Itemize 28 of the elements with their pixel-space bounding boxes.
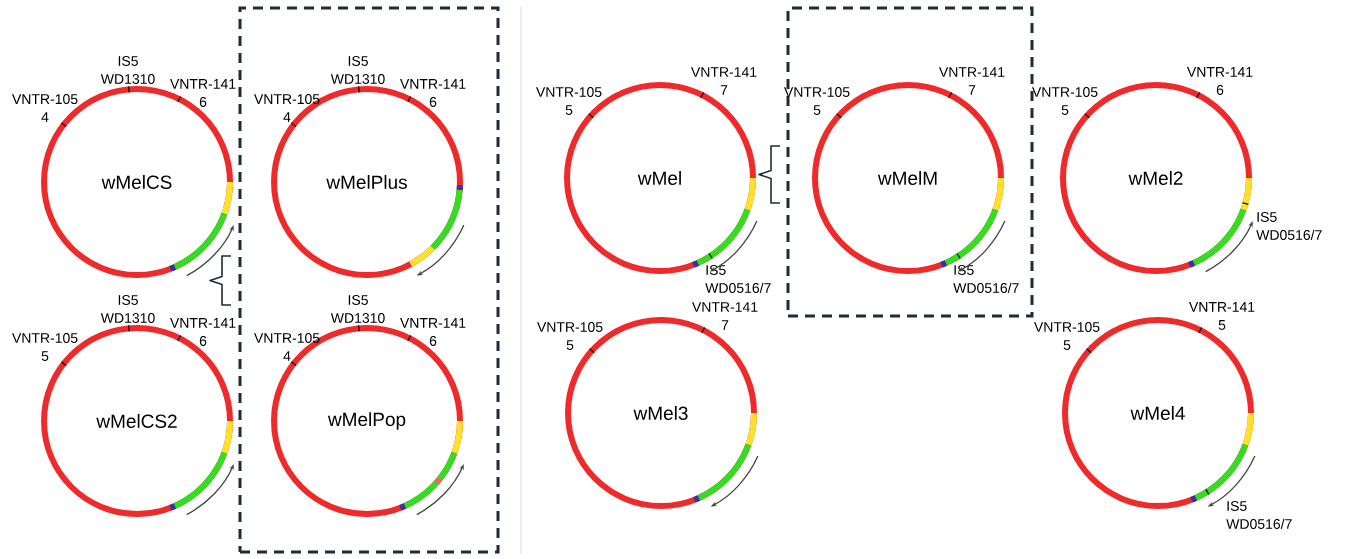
marker-label: VNTR-105 5: [536, 87, 602, 115]
marker-label: IS5 WD0516/7: [1226, 501, 1292, 529]
marker-label: IS5 WD0516/7: [953, 265, 1019, 293]
marker-label: VNTR-141 6: [170, 318, 236, 346]
marker-label: VNTR-141 6: [1187, 67, 1253, 95]
marker-label: VNTR-105 5: [1034, 322, 1100, 350]
marker-label: IS5 WD1310: [100, 295, 155, 323]
marker-label: VNTR-105 5: [784, 87, 850, 115]
marker-label: VNTR-141 6: [400, 79, 466, 107]
marker-label: VNTR-105 4: [254, 333, 320, 361]
marker-label: IS5 WD1310: [330, 295, 385, 323]
marker-label: VNTR-141 7: [692, 302, 758, 330]
marker-label: VNTR-105 5: [537, 322, 603, 350]
marker-label: VNTR-105 5: [12, 333, 78, 361]
marker-label: VNTR-141 6: [400, 318, 466, 346]
marker-label: IS5 WD1310: [100, 56, 155, 84]
marker-label: VNTR-141 7: [939, 67, 1005, 95]
marker-label: VNTR-141 5: [1189, 302, 1255, 330]
marker-label: IS5 WD0516/7: [1256, 212, 1322, 240]
marker-label: IS5 WD0516/7: [705, 265, 771, 293]
marker-label: IS5 WD1310: [330, 56, 385, 84]
marker-label: VNTR-105 4: [254, 94, 320, 122]
dashed-box: [786, 6, 1034, 318]
marker-label: VNTR-105 4: [12, 94, 78, 122]
marker-label: VNTR-105 5: [1032, 87, 1098, 115]
marker-label: VNTR-141 6: [170, 79, 236, 107]
marker-label: VNTR-141 7: [691, 67, 757, 95]
dashed-box: [238, 6, 500, 554]
